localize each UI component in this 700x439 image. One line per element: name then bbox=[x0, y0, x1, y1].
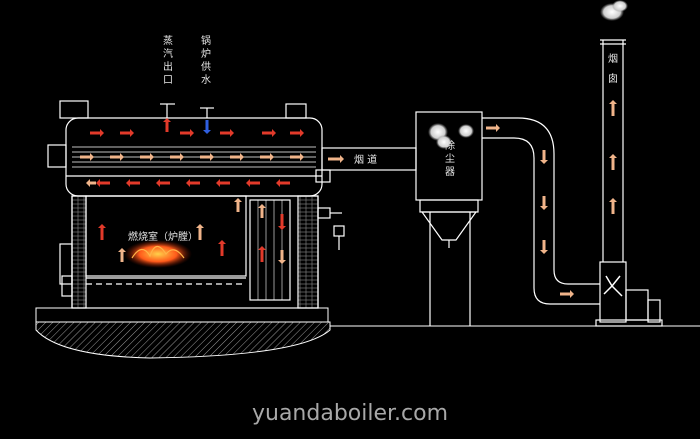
flow-arrow bbox=[218, 240, 226, 256]
flow-arrow bbox=[110, 153, 124, 161]
flow-arrow bbox=[90, 129, 104, 137]
steam-outlet-char: 口 bbox=[163, 75, 173, 86]
steam-outlet-char: 出 bbox=[163, 60, 173, 73]
chimney-label: 烟 囱 bbox=[608, 52, 618, 85]
flow-arrow bbox=[290, 129, 304, 137]
flow-arrow bbox=[86, 179, 96, 187]
connecting-duct bbox=[482, 117, 600, 305]
flow-arrow bbox=[203, 120, 211, 134]
flow-arrow bbox=[196, 224, 204, 240]
flow-arrow bbox=[290, 153, 304, 161]
dust-collector-char: 器 bbox=[445, 166, 455, 178]
flow-arrow bbox=[170, 153, 184, 161]
flow-arrows bbox=[80, 100, 617, 298]
flow-arrow bbox=[260, 153, 274, 161]
chimney bbox=[600, 39, 626, 262]
flow-arrow bbox=[234, 198, 242, 212]
flow-arrow bbox=[180, 129, 194, 137]
boiler-foundation bbox=[35, 307, 700, 359]
flow-arrow bbox=[80, 153, 94, 161]
dust-collector-label: 除 尘 器 bbox=[445, 139, 455, 178]
flow-arrow bbox=[609, 198, 617, 214]
flow-arrow bbox=[328, 155, 344, 163]
flow-arrow bbox=[609, 100, 617, 116]
flow-arrow bbox=[118, 248, 126, 262]
flow-arrow bbox=[200, 153, 214, 161]
flow-arrow bbox=[216, 179, 230, 187]
watermark: yuandaboiler.com bbox=[252, 401, 448, 426]
steam-outlet-char: 汽 bbox=[163, 47, 173, 60]
flow-arrow bbox=[186, 179, 200, 187]
boiler-feed-water-label: 锅 炉 供 水 bbox=[201, 35, 211, 86]
flow-arrow bbox=[609, 154, 617, 170]
steam-outlet-char: 蒸 bbox=[163, 35, 173, 47]
flow-arrow bbox=[120, 129, 134, 137]
steam-outlet-label: 蒸 汽 出 口 bbox=[163, 35, 173, 86]
flow-arrow bbox=[156, 179, 170, 187]
furnace-walls bbox=[59, 195, 345, 309]
flow-arrow bbox=[258, 246, 266, 262]
flow-arrow bbox=[540, 196, 548, 210]
flow-arrow bbox=[540, 240, 548, 254]
chimney-char: 囱 bbox=[608, 72, 618, 85]
flow-arrow bbox=[163, 118, 171, 132]
flow-arrow bbox=[276, 179, 290, 187]
combustion-flame bbox=[124, 240, 192, 268]
flow-arrow bbox=[560, 290, 574, 298]
feed-water-char: 水 bbox=[201, 74, 211, 86]
flow-arrow bbox=[278, 250, 286, 264]
dust-collector-char: 除 bbox=[445, 139, 455, 152]
flow-arrow bbox=[540, 150, 548, 164]
feed-water-char: 炉 bbox=[201, 48, 211, 60]
flow-arrow bbox=[246, 179, 260, 187]
flow-arrow bbox=[96, 179, 110, 187]
induced-draft-fan bbox=[595, 261, 663, 327]
flow-arrow bbox=[140, 153, 154, 161]
flow-arrow bbox=[220, 129, 234, 137]
flow-arrow bbox=[126, 179, 140, 187]
feed-water-char: 锅 bbox=[201, 35, 211, 47]
flow-arrow bbox=[258, 204, 266, 218]
flow-arrow bbox=[230, 153, 244, 161]
flow-arrow bbox=[486, 124, 500, 132]
feed-water-char: 供 bbox=[201, 60, 211, 73]
flow-arrow bbox=[262, 129, 276, 137]
dust-collector bbox=[415, 111, 483, 326]
dust-collector-char: 尘 bbox=[445, 153, 455, 165]
combustion-chamber-label: 燃烧室（炉膛） bbox=[128, 230, 198, 243]
flow-arrow bbox=[98, 224, 106, 240]
flow-arrow bbox=[278, 214, 286, 230]
flue-label: 烟 道 bbox=[354, 153, 377, 166]
chimney-char: 烟 bbox=[608, 52, 618, 65]
